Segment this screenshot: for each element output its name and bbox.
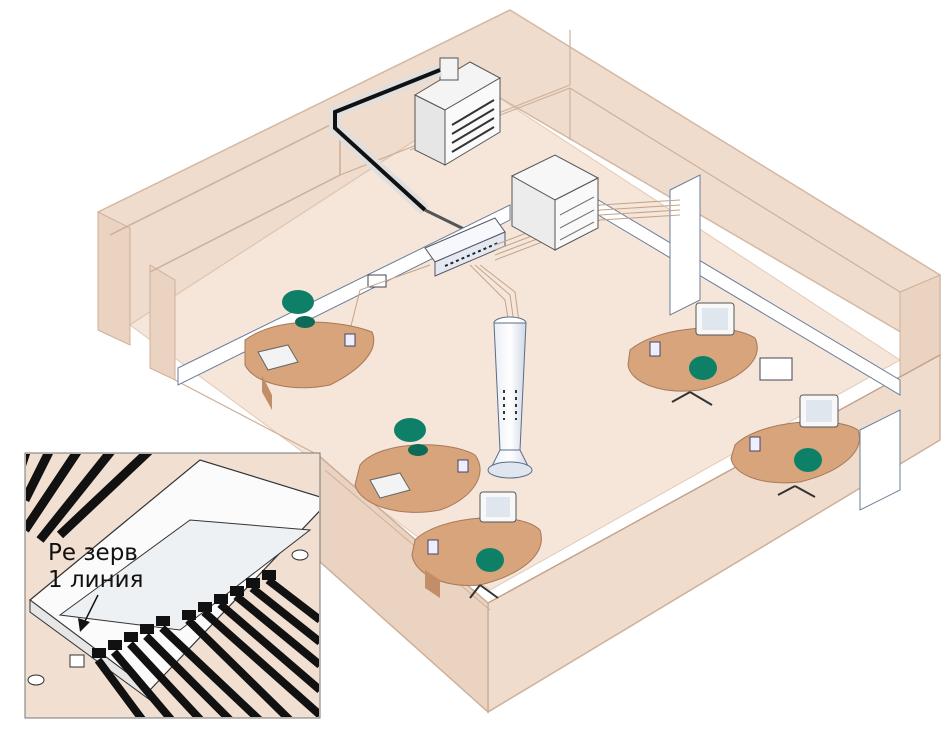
workstation-3 (411, 491, 542, 599)
reserve-label-line1: Ре зерв (48, 540, 138, 566)
server-cabinet-icon (413, 57, 502, 166)
patch-panel-inset (24, 452, 321, 719)
reserve-label-line2: 1 линия (48, 567, 144, 593)
office-chair-icon (394, 418, 428, 456)
cable-column-icon (487, 316, 533, 479)
reserve-port (69, 654, 85, 668)
office-chair-icon (671, 356, 717, 406)
workstation-5 (730, 394, 860, 498)
wall-socket-icon (367, 274, 793, 381)
telephone-icon (649, 341, 661, 357)
office-chair-icon (282, 290, 315, 328)
arrow-icon (78, 594, 99, 632)
reserve-line-label: Ре зерв 1 линия (48, 540, 143, 594)
laptop-icon (369, 472, 411, 499)
rj45-ports (92, 570, 276, 658)
office-chair-icon (777, 448, 822, 498)
monitor-icon (695, 302, 735, 336)
telephone-icon (427, 539, 439, 555)
workstation-1 (244, 290, 375, 410)
workstation-2 (354, 418, 481, 513)
office-chair-icon (469, 548, 504, 599)
printer-icon (510, 154, 600, 251)
monitor-icon (479, 491, 517, 523)
telephone-icon (344, 333, 356, 347)
left-wall (97, 211, 131, 346)
patch-panel-icon (424, 217, 506, 277)
workstation-4 (627, 302, 758, 406)
monitor-icon (799, 394, 839, 428)
laptop-icon (257, 344, 299, 371)
telephone-icon (749, 436, 761, 452)
telephone-icon (457, 459, 469, 473)
